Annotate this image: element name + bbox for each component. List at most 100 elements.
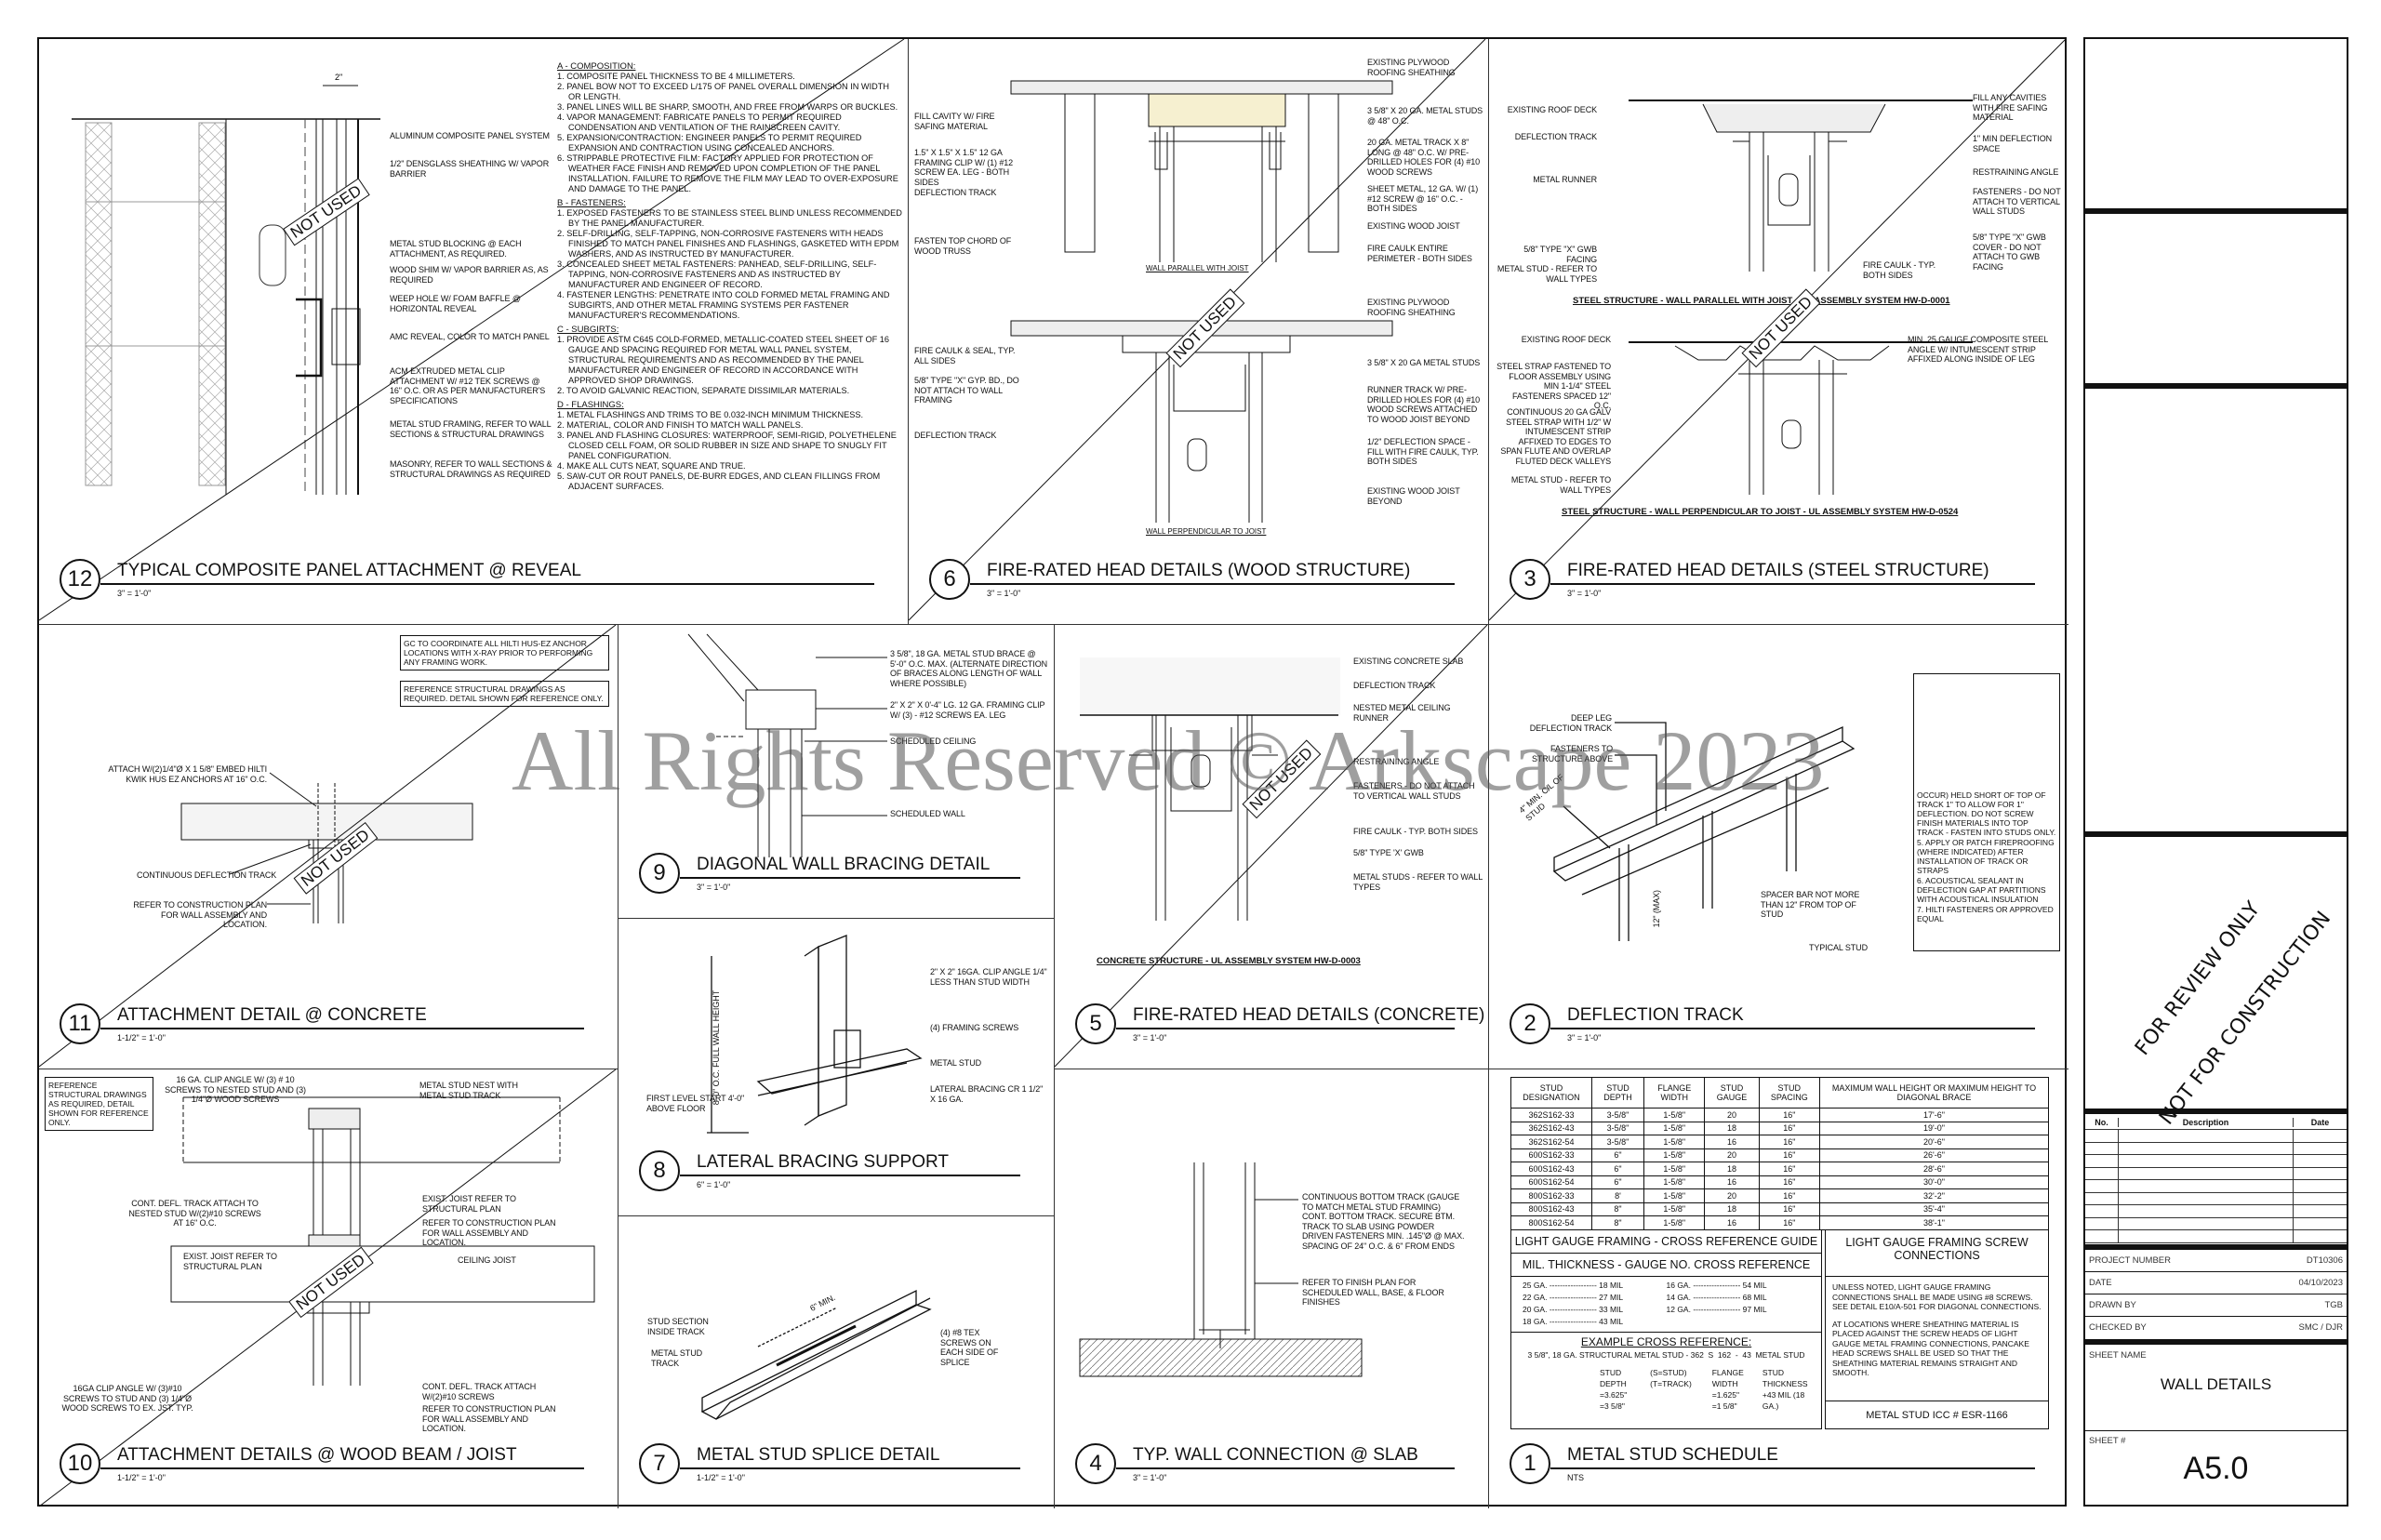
callout-screws: (4) #8 TEX SCREWS ON EACH SIDE OF SPLICE [940,1328,999,1367]
callout-label: FIRE CAULK & SEAL, TYP. ALL SIDES [914,346,1016,365]
callout-label: 1" MIN DEFLECTION SPACE [1973,134,2053,153]
schedule-cell: 1-5/8" [1643,1148,1706,1162]
detail-scale: 3" = 1'-0" [1133,1033,1167,1042]
schedule-cell: 30'-0" [1819,1175,2049,1189]
detail-scale: 3" = 1'-0" [987,589,1021,598]
detail-7-stud-splice: 6" MIN. STUD SECTION INSIDE TRACK METAL … [619,1216,1055,1508]
callout-fire-caulk: FIRE CAULK - TYP. BOTH SIDES [1863,260,1935,280]
callout-label: 7. HILTI FASTENERS OR APPROVED EQUAL [1917,905,2054,923]
detail-title: TYP. WALL CONNECTION @ SLAB [1133,1445,1418,1465]
schedule-cell: 16" [1758,1215,1821,1230]
detail-title: METAL STUD SCHEDULE [1567,1445,1778,1465]
schedule-cell: 18 [1704,1121,1760,1135]
screw-connections: LIGHT GAUGE FRAMING SCREW CONNECTIONS UN… [1825,1229,2049,1429]
detail-scale: 3" = 1'-0" [117,589,152,598]
detail-12-drawing: 2" [39,39,905,621]
icc-number: METAL STUD ICC # ESR-1166 [1826,1401,2048,1428]
detail-title: ATTACHMENT DETAILS @ WOOD BEAM / JOIST [117,1445,517,1465]
notes-heading: A - COMPOSITION: [557,61,636,72]
callout-label: FIRE CAULK - TYP. BOTH SIDES [1353,827,1478,836]
schedule-cell: 362S162-54 [1510,1135,1592,1149]
notes-list: 1. EXPOSED FASTENERS TO BE STAINLESS STE… [557,208,903,321]
callout-label: DEFLECTION TRACK [1353,681,1436,690]
callout-label: (4) FRAMING SCREWS [930,1023,1019,1032]
schedule-cell: 1-5/8" [1643,1188,1706,1203]
callout-label: ALUMINUM COMPOSITE PANEL SYSTEM [390,131,550,140]
schedule-cell: 16 [1704,1215,1760,1230]
schedule-cell: 18 [1704,1201,1760,1216]
schedule-cell: 1-5/8" [1643,1135,1706,1149]
callout-label: 2" X 2" X 0'-4" LG. 12 GA. FRAMING CLIP … [890,700,1045,720]
revision-row [2085,1180,2347,1193]
revision-table: No. Description Date [2085,1115,2347,1243]
note-item: 4. MAKE ALL CUTS NEAT, SQUARE AND TRUE. [557,461,746,471]
callout-label: FILL CAVITY W/ FIRE SAFING MATERIAL [914,112,995,131]
example-depth: STUD DEPTH =3.625" =3 5/8" [1600,1368,1628,1411]
callout-defl-bottom: CONT. DEFL. TRACK ATTACH W/(2)#10 SCREWS [422,1382,537,1401]
schedule-cell: 8' [1590,1188,1645,1203]
detail-title: FIRE-RATED HEAD DETAILS (WOOD STRUCTURE) [987,561,1411,580]
callout-refer-plan: REFER TO CONSTRUCTION PLAN FOR WALL ASSE… [133,900,267,929]
notes-heading: D - FLASHINGS: [557,400,624,410]
schedule-cell: 16 [1704,1175,1760,1189]
detail-7-drawing [700,1289,932,1420]
detail-scale: 3" = 1'-0" [1567,589,1602,598]
schedule-cell: 1-5/8" [1643,1215,1706,1230]
callout-label: FASTEN TOP CHORD OF WOOD TRUSS [914,236,1012,256]
detail-number-bubble: 10 [60,1443,100,1484]
note-item: 6. STRIPPABLE PROTECTIVE FILM: FACTORY A… [557,153,898,193]
schedule-cell: 16" [1758,1188,1821,1203]
callout-label: 5/8" TYPE "X" GWB FACING [1523,245,1597,264]
rev-header-description: Description [2119,1117,2294,1127]
revision-row [2085,1130,2347,1143]
schedule-cell: 600S162-54 [1510,1175,1592,1189]
schedule-cell: 38'-1" [1819,1215,2049,1230]
project-number-label: PROJECT NUMBER [2089,1255,2171,1266]
detail-4-drawing [1079,1162,1363,1377]
review-stamp: FOR REVIEW ONLY NOT FOR CONSTRUCTION [2085,837,2347,1129]
schedule-cell: 26'-6" [1819,1148,2049,1162]
caption-wall-parallel: WALL PARALLEL WITH JOIST [1146,264,1249,272]
callout-label: 1/2" DENSGLASS SHEATHING W/ VAPOR BARRIE… [390,159,550,179]
example-flange: FLANGE WIDTH =1.625" =1 5/8" [1711,1368,1744,1411]
detail-9-drawing [687,633,887,857]
schedule-cell: 1-5/8" [1643,1175,1706,1189]
caption-steel-parallel: STEEL STRUCTURE - WALL PARALLEL WITH JOI… [1573,296,1950,306]
callout-label: FIRE CAULK ENTIRE PERIMETER - BOTH SIDES [1367,244,1472,263]
schedule-cell: 362S162-43 [1510,1121,1592,1135]
sheet-number-label: SHEET # [2089,1436,2126,1446]
callout-label: 2" x 2" 16GA. CLIP ANGLE 1/4" LESS THAN … [930,967,1047,987]
sheet-number: A5.0 [2183,1451,2249,1486]
example-type: (S=STUD) (T=TRACK) [1650,1368,1692,1388]
callout-deflection-track: CONTINUOUS DEFLECTION TRACK [137,870,277,880]
detail-4-wall-slab: CONTINUOUS BOTTOM TRACK (GAUGE TO MATCH … [1055,1069,1489,1508]
callout-label: FASTENERS - DO NOT ATTACH TO VERTICAL WA… [1973,187,2061,216]
callout-label: EXISTING PLYWOOD ROOFING SHEATHING [1367,58,1456,77]
detail-number-bubble: 8 [639,1150,680,1191]
callout-deep-leg-track: DEEP LEG DEFLECTION TRACK [1529,713,1612,733]
note-item: 1. PROVIDE ASTM C645 COLD-FORMED, METALL… [557,335,890,385]
dim-2in: 2" [335,73,342,82]
schedule-cell: 16" [1758,1135,1821,1149]
schedule-cell: 35'-4" [1819,1201,2049,1216]
note-item: 2. MATERIAL, COLOR AND FINISH TO MATCH W… [557,420,804,430]
callout-label: DEFLECTION TRACK [914,431,997,440]
sheet-name-label: SHEET NAME [2089,1350,2147,1361]
detail-number-bubble: 7 [639,1443,680,1484]
callout-label: 20 GA. ------------------ 33 MIL [1523,1305,1624,1314]
caption-wall-perpendicular: WALL PERPENDICULAR TO JOIST [1146,527,1267,536]
callout-fasteners: FASTENERS TO STRUCTURE ABOVE [1531,744,1613,763]
schedule-cell: 17'-6" [1819,1108,2049,1122]
callout-label: 5/8" TYPE "X" GYP. BD., DO NOT ATTACH TO… [914,376,1019,405]
callout-label: 16 GA. ------------------ 54 MIL [1666,1281,1767,1290]
callout-label: 20 GA. METAL TRACK X 8" LONG @ 48" O.C. … [1367,138,1481,177]
callout-label: 3 5/8" X 20 GA. METAL STUDS @ 48" O.C. [1367,106,1483,126]
caption-concrete-ul: CONCRETE STRUCTURE - UL ASSEMBLY SYSTEM … [1097,956,1361,966]
callout-label: CONTINUOUS 20 GA GALV STEEL STRAP WITH 1… [1500,407,1611,466]
schedule-column-header: STUD DESIGNATION [1510,1077,1592,1109]
label-full-wall-height: 8'-0" O.C. FULL WALL HEIGHT [711,990,721,1106]
detail-number-bubble: 1 [1510,1443,1550,1484]
schedule-cell: 20 [1704,1148,1760,1162]
